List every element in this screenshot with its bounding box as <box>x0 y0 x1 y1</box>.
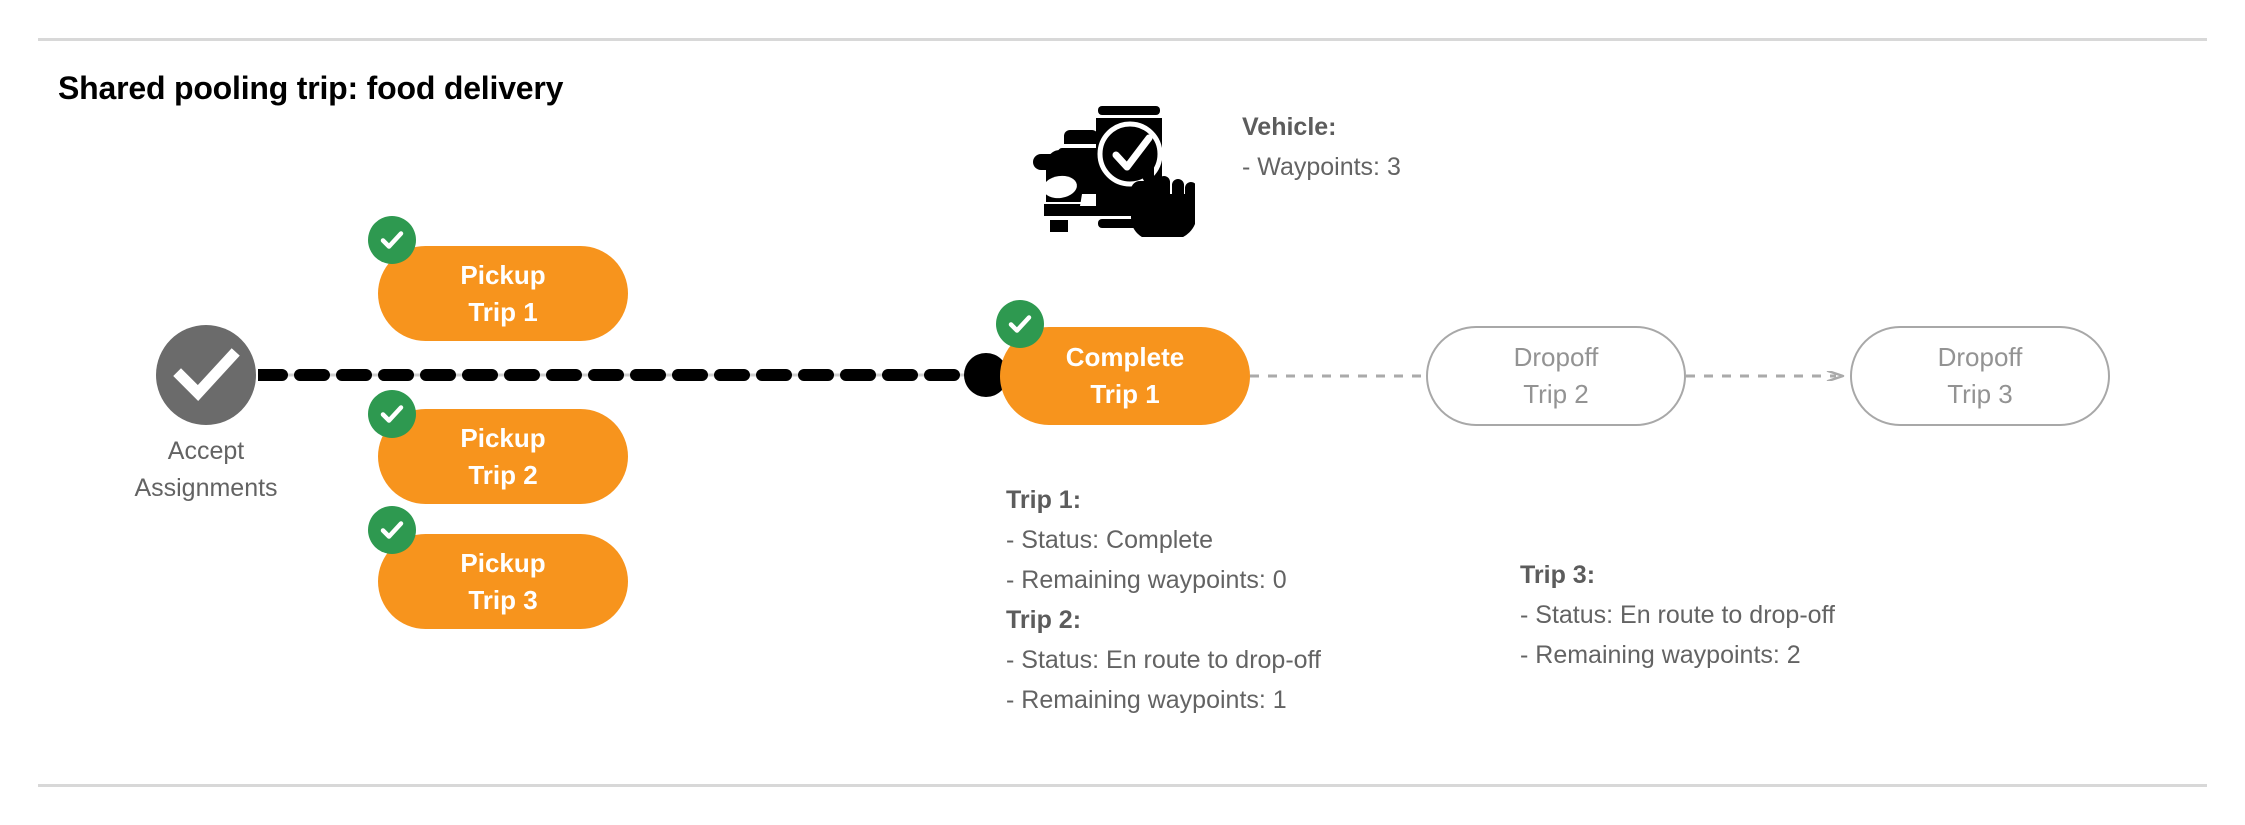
green-check-badge-pickup-3 <box>368 506 416 554</box>
complete-trip-1-node[interactable]: Complete Trip 1 <box>1000 327 1250 425</box>
check-circle-icon <box>156 325 256 425</box>
pickup-trip-2-line1: Pickup <box>460 422 546 453</box>
trip-details-right-block: Trip 3: - Status: En route to drop-off -… <box>1520 555 1835 675</box>
assignment-connector-dashed <box>258 369 1000 381</box>
pickup-trip-2-line2: Trip 2 <box>468 459 538 490</box>
complete-trip-1-line1: Complete <box>1065 342 1185 372</box>
green-check-badge-pickup-1 <box>368 216 416 264</box>
trip-2-heading: Trip 2: <box>1006 600 1321 640</box>
connector-dropoff2-to-dropoff3 <box>1686 371 1845 381</box>
trip-1-status-row: - Status: Complete <box>1006 526 1214 554</box>
dropoff-trip-2-node[interactable]: Dropoff Trip 2 <box>1426 326 1686 426</box>
trip-1-waypoints-row: - Remaining waypoints: 0 <box>1006 566 1287 594</box>
trip-1-heading: Trip 1: <box>1006 480 1321 520</box>
accept-assignments-node[interactable]: Accept Assignments <box>134 325 278 502</box>
trip-3-heading-text: Trip 3 <box>1520 561 1587 589</box>
pickup-trip-1-line1: Pickup <box>460 259 546 290</box>
trip-3-waypoints-row: - Remaining waypoints: 2 <box>1520 641 1801 669</box>
pickup-trip-3-line2: Trip 3 <box>468 584 538 615</box>
dropoff-trip-2-line1: Dropoff <box>1513 342 1599 372</box>
trip-1-heading-text: Trip 1 <box>1006 486 1073 514</box>
trip-2-status-row: - Status: En route to drop-off <box>1006 646 1321 674</box>
trip-2-waypoints-row: - Remaining waypoints: 1 <box>1006 686 1287 714</box>
accept-label-line2: Assignments <box>134 474 278 502</box>
pickup-trip-1-line2: Trip 1 <box>468 296 538 327</box>
pickup-trip-3-line1: Pickup <box>460 547 546 578</box>
pickup-trip-1-node[interactable]: Pickup Trip 1 <box>378 246 628 341</box>
complete-trip-1-line2: Trip 1 <box>1090 379 1160 409</box>
vehicle-info-row: - Waypoints: 3 <box>1242 153 1401 181</box>
dropoff-trip-3-line1: Dropoff <box>1937 342 2023 372</box>
trip-2-heading-text: Trip 2 <box>1006 606 1073 634</box>
trip-2-heading-suffix: : <box>1072 606 1082 634</box>
page-title: Shared pooling trip: food delivery <box>58 70 564 106</box>
trip-1-heading-suffix: : <box>1072 486 1082 514</box>
pickup-trip-3-node[interactable]: Pickup Trip 3 <box>378 534 628 629</box>
trip-3-status-row: - Status: En route to drop-off <box>1520 601 1835 629</box>
dropoff-trip-3-node[interactable]: Dropoff Trip 3 <box>1850 326 2110 426</box>
trip-details-left-block: Trip 1: - Status: Complete - Remaining w… <box>1006 480 1321 720</box>
trip-3-heading-suffix: : <box>1586 561 1596 589</box>
green-check-badge-pickup-2 <box>368 390 416 438</box>
accept-assignments-label: Accept Assignments <box>96 433 316 507</box>
bottom-divider <box>38 784 2207 787</box>
green-check-badge-complete-1 <box>996 300 1044 348</box>
vehicle-heading-suffix: : <box>1328 113 1337 141</box>
accept-label-line1: Accept <box>167 437 245 465</box>
dropoff-trip-3-line2: Trip 3 <box>1947 379 2013 409</box>
trip-3-heading: Trip 3: <box>1520 555 1835 595</box>
top-divider <box>38 38 2207 41</box>
connector-complete-to-dropoff2 <box>1250 374 1426 378</box>
pickup-trip-2-node[interactable]: Pickup Trip 2 <box>378 409 628 504</box>
car-phone-check-icon <box>1033 106 1195 237</box>
vehicle-info-block: Vehicle: - Waypoints: 3 <box>1242 107 1401 187</box>
vehicle-heading-text: Vehicle <box>1242 113 1329 141</box>
dropoff-trip-2-line2: Trip 2 <box>1523 379 1589 409</box>
vehicle-info-heading: Vehicle: <box>1242 107 1401 147</box>
